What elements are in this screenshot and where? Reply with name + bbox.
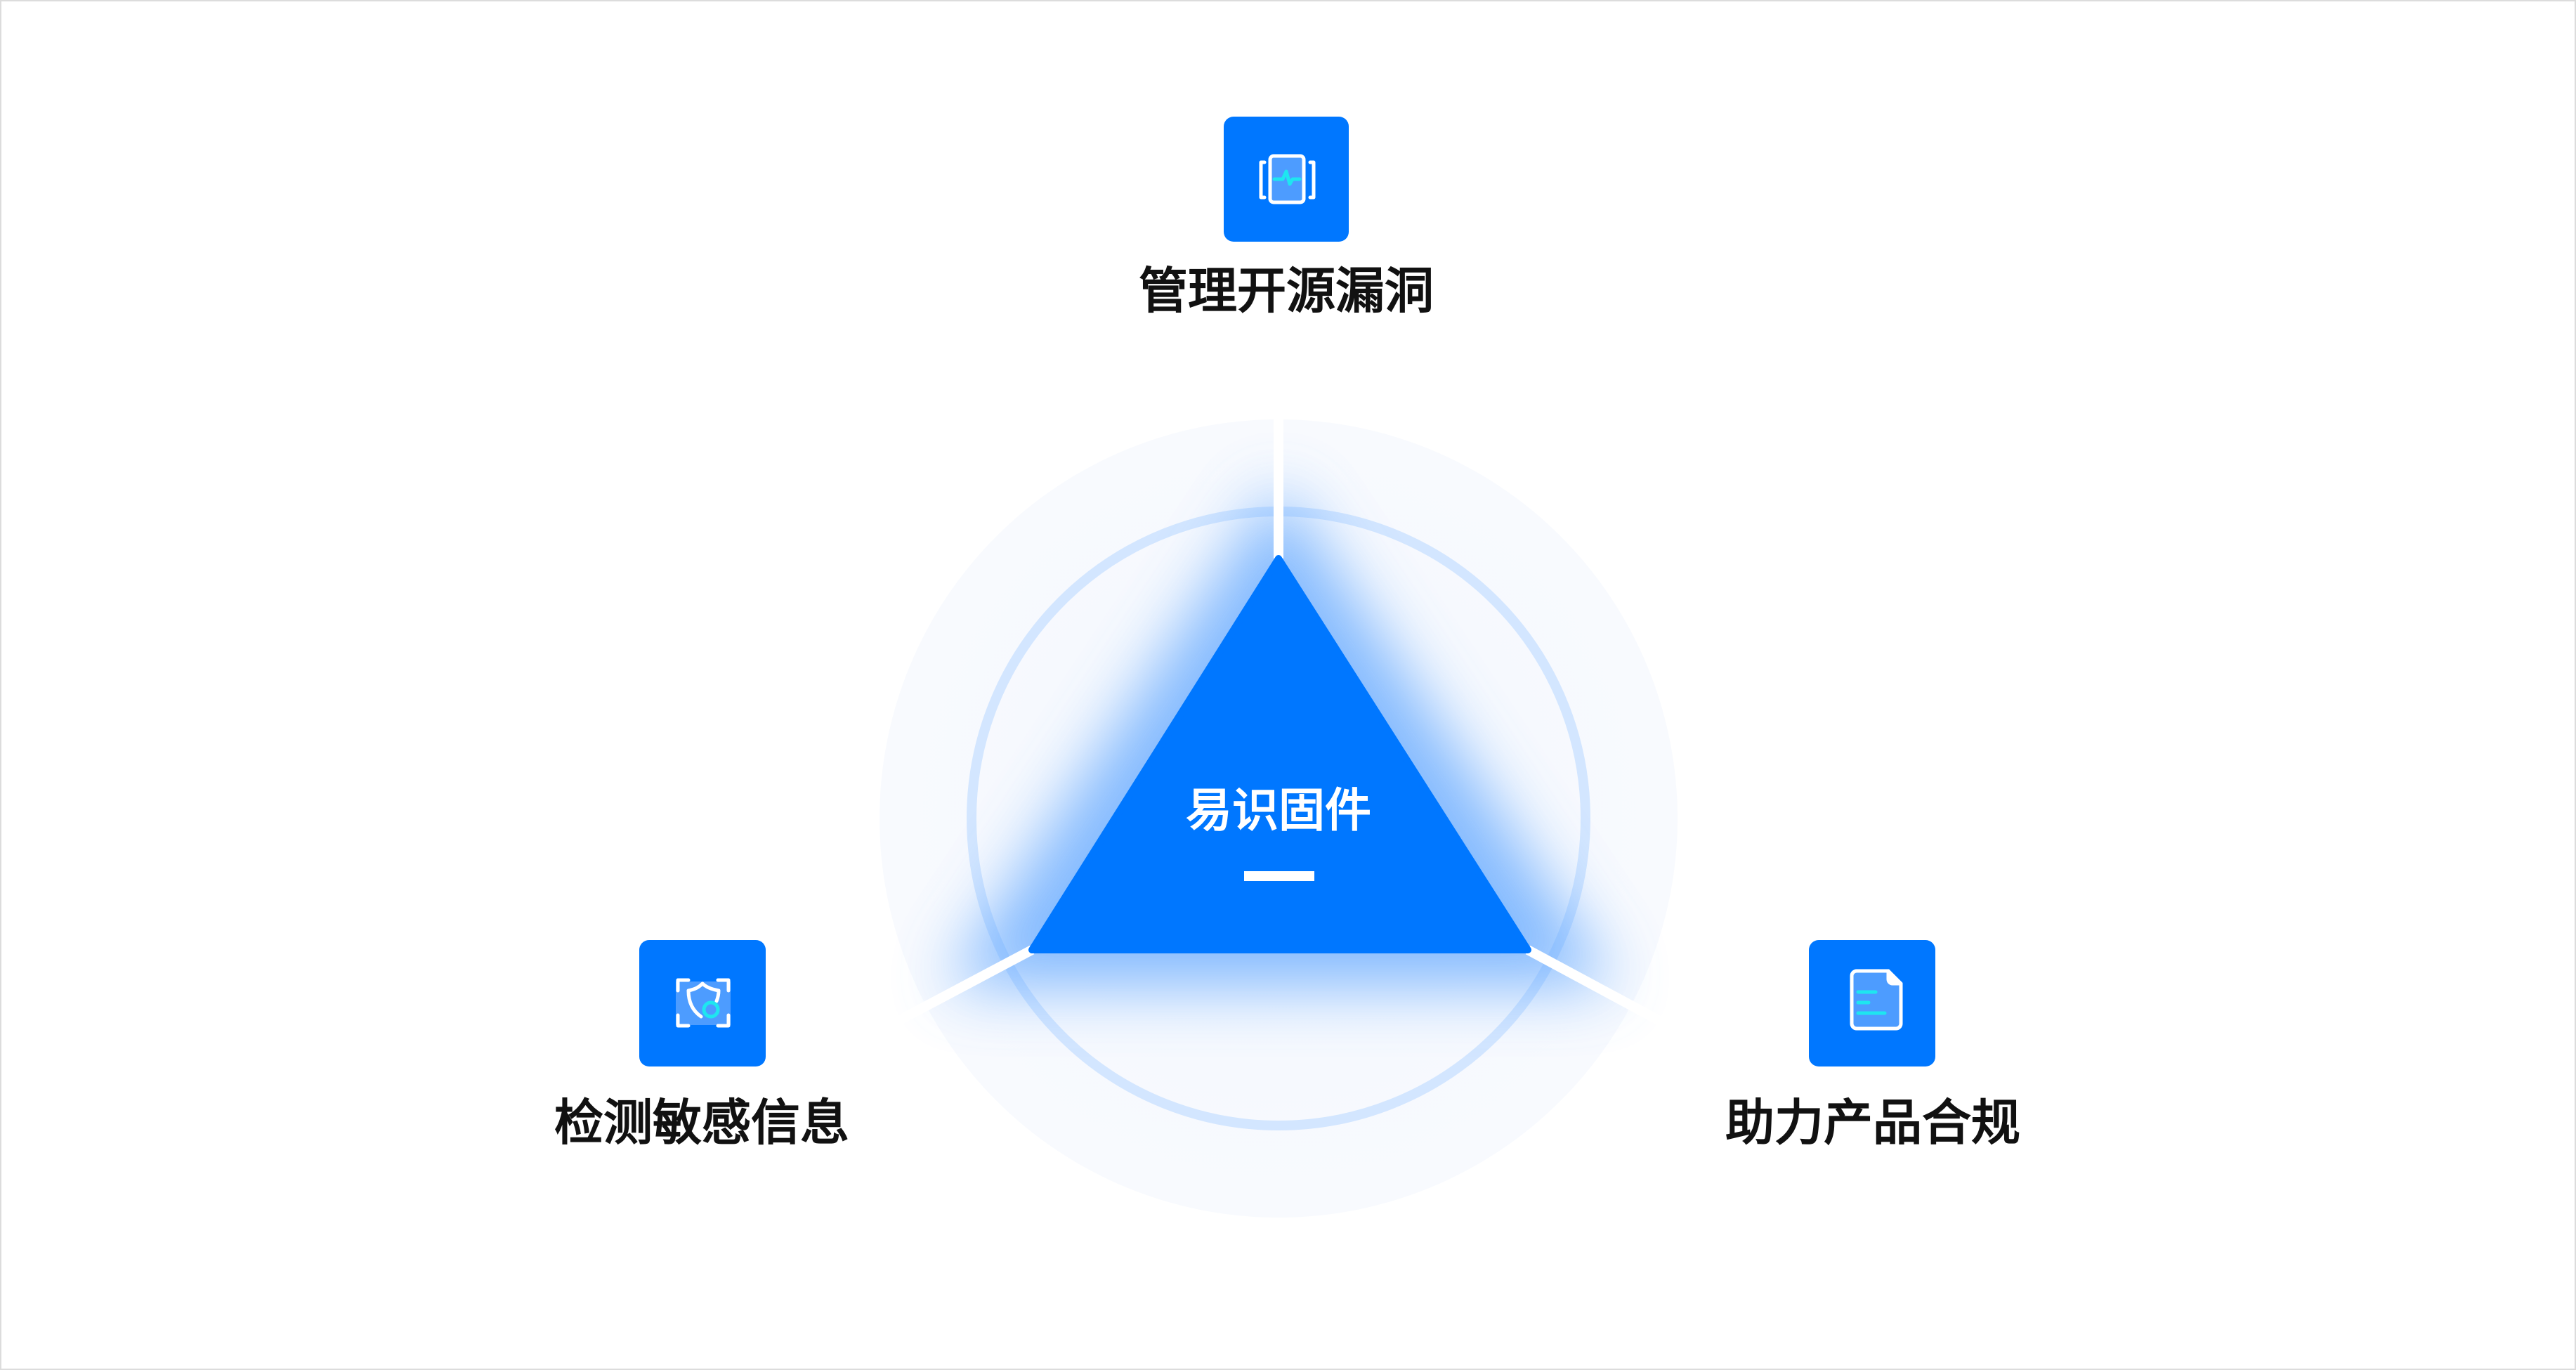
document-icon: [1850, 969, 1903, 1031]
node-left[interactable]: 检测敏感信息: [554, 940, 849, 1152]
node-top-label: 管理开源漏洞: [1139, 262, 1434, 320]
device-pulse-icon: [1259, 154, 1316, 204]
connector-left: [844, 945, 1035, 1053]
center-title: 易识固件: [1186, 783, 1371, 837]
center-dash: [1244, 871, 1314, 881]
shield-scan-icon: [676, 978, 731, 1028]
connector-right: [1525, 945, 1724, 1059]
node-top[interactable]: 管理开源漏洞: [1139, 117, 1434, 320]
node-right[interactable]: 助力产品合规: [1725, 940, 2020, 1152]
center-triangle: [1028, 555, 1531, 953]
node-right-label: 助力产品合规: [1725, 1094, 2020, 1152]
node-left-label: 检测敏感信息: [554, 1094, 849, 1152]
